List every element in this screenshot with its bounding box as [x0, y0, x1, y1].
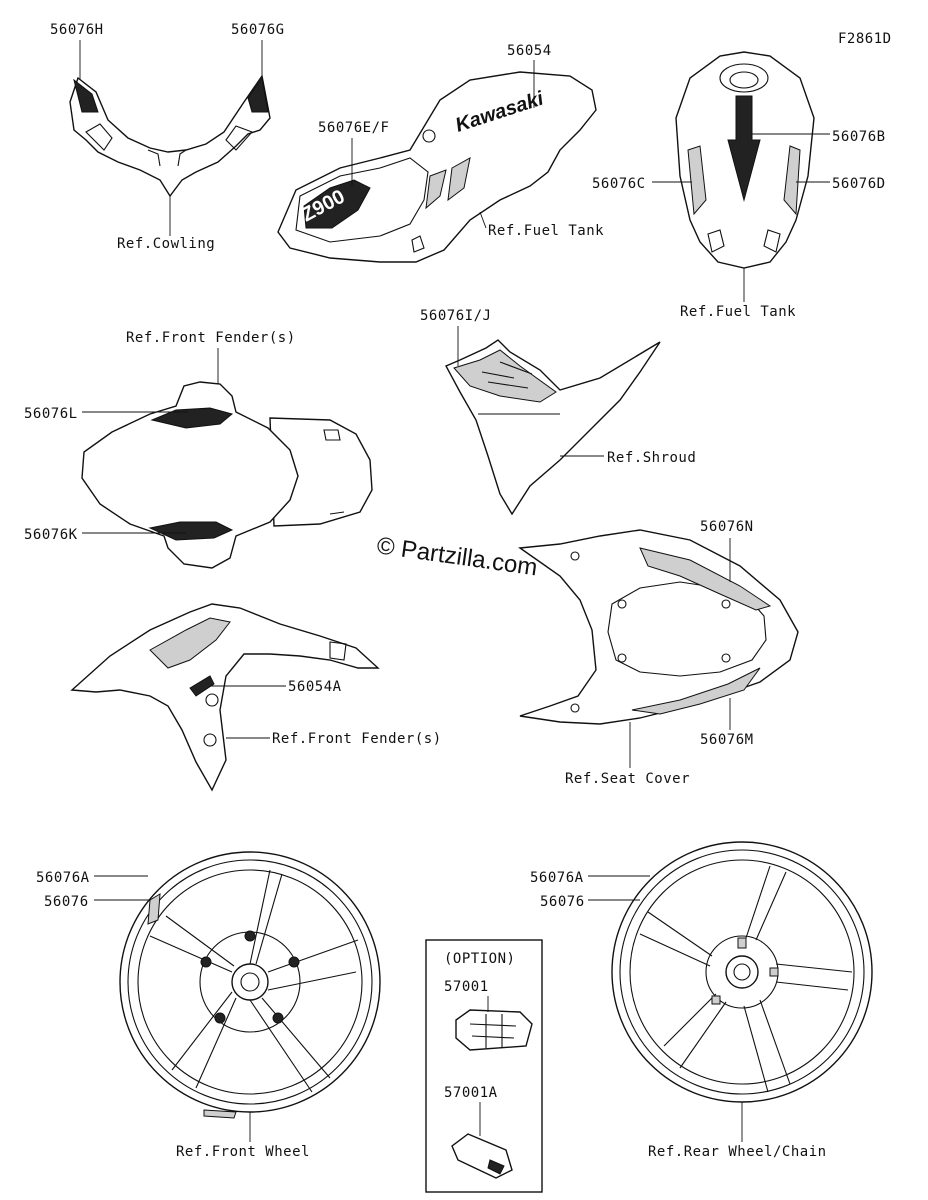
front-fender-side-part	[70, 603, 380, 792]
label-56076C: 56076C	[592, 176, 646, 192]
label-56076A-rear: 56076A	[530, 870, 584, 886]
label-56076D: 56076D	[832, 176, 886, 192]
label-56076A-front: 56076A	[36, 870, 90, 886]
watermark-partzilla: © Partzilla.com	[375, 532, 539, 581]
front-fender-top-part	[81, 381, 373, 569]
label-56076IJ: 56076I/J	[420, 308, 491, 324]
label-ref-front-wheel: Ref.Front Wheel	[176, 1144, 310, 1160]
label-ref-fuel-tank-2: Ref.Fuel Tank	[680, 304, 796, 320]
label-56076K: 56076K	[24, 527, 78, 543]
label-56076H: 56076H	[50, 22, 104, 38]
fuel-tank-side-part	[277, 71, 597, 263]
label-56076-front: 56076	[44, 894, 89, 910]
cowling-part	[69, 74, 271, 198]
label-56054A: 56054A	[288, 679, 342, 695]
label-56076L: 56076L	[24, 406, 78, 422]
label-ref-rear-wheel: Ref.Rear Wheel/Chain	[648, 1144, 827, 1160]
rear-wheel-part	[611, 841, 873, 1103]
label-56076G: 56076G	[231, 22, 285, 38]
label-56054: 56054	[507, 43, 552, 59]
front-wheel-part	[119, 851, 381, 1119]
label-56076-rear: 56076	[540, 894, 585, 910]
label-56076B: 56076B	[832, 129, 886, 145]
label-ref-front-fender-2: Ref.Front Fender(s)	[272, 731, 442, 747]
label-ref-fuel-tank-1: Ref.Fuel Tank	[488, 223, 604, 239]
figure-code: F2861D	[838, 31, 892, 47]
label-56076EF: 56076E/F	[318, 120, 389, 136]
leader-ref-fuel-tank-1	[479, 211, 487, 229]
seat-cover-part	[518, 529, 799, 725]
label-ref-shroud: Ref.Shroud	[607, 450, 696, 466]
shroud-part	[445, 339, 661, 516]
label-57001A: 57001A	[444, 1085, 498, 1101]
label-56076M: 56076M	[700, 732, 754, 748]
label-57001: 57001	[444, 979, 489, 995]
label-56076N: 56076N	[700, 519, 754, 535]
fuel-tank-top-part	[675, 51, 815, 269]
label-ref-front-fender-1: Ref.Front Fender(s)	[126, 330, 296, 346]
option-box	[425, 939, 543, 1193]
label-ref-seat-cover: Ref.Seat Cover	[565, 771, 690, 787]
label-option: (OPTION)	[444, 951, 515, 967]
label-ref-cowling: Ref.Cowling	[117, 236, 215, 252]
